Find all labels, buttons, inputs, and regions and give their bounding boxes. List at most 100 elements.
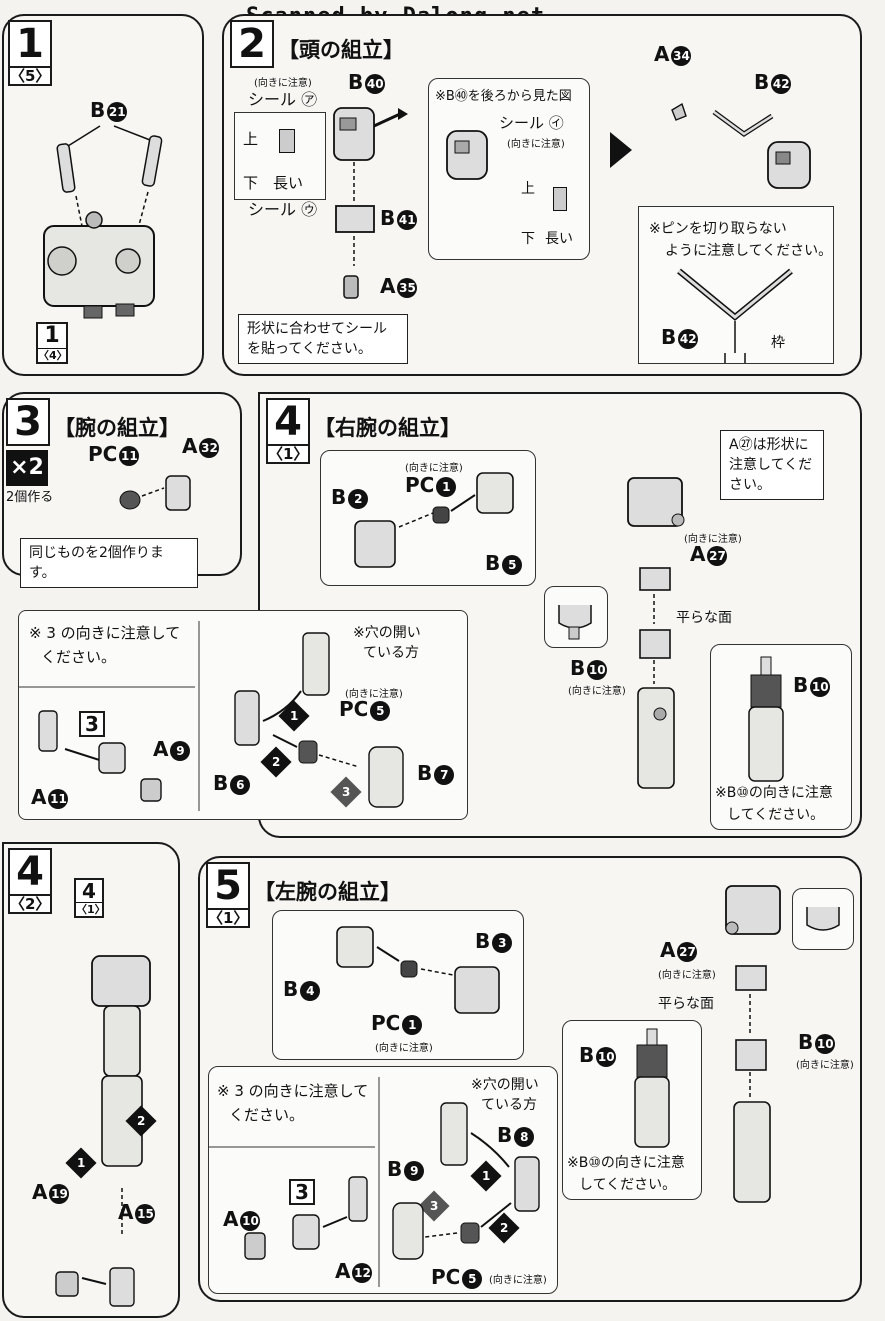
seal-orientation-box: 上 下 長い	[234, 112, 326, 200]
a10-number: 10	[240, 1210, 261, 1231]
step4-1-title: 【右腕の組立】	[314, 416, 461, 440]
b3-number: 3	[492, 932, 513, 953]
step5-1-sub: 〈1〉	[208, 908, 249, 927]
b10-dir: (向きに注意)	[568, 686, 626, 697]
down2-label: 下	[521, 231, 535, 247]
make2-label: 2個作る	[6, 490, 54, 505]
b3-letter: B	[475, 929, 491, 953]
left-b10-letter: B	[798, 1030, 814, 1054]
step5-1-title: 【左腕の組立】	[254, 880, 401, 904]
a19-letter: A	[32, 1180, 48, 1204]
pin-note-line2: ように注意してください。	[665, 243, 833, 259]
a27-note-line1: A㉗は形状に	[729, 437, 809, 453]
b5-letter: B	[485, 551, 501, 575]
step2-badge: 2	[230, 20, 274, 68]
left-hole-note-line1: ※穴の開い	[471, 1077, 539, 1093]
back-view-inset: ※B㊵を後ろから見た図 シール ㋑ (向きに注意) 上 下 長い	[428, 78, 590, 260]
left-pc5-number: 5	[462, 1268, 483, 1289]
left-b10-inset-number: 10	[596, 1046, 617, 1067]
b6-number: 6	[230, 774, 251, 795]
left-upper-arm-diagram	[733, 965, 771, 1203]
pc1-prefix: PC	[405, 473, 435, 497]
step1-ref-badge: 1 〈4〉	[36, 322, 68, 364]
times2-badge: ×2	[6, 450, 48, 486]
hole-note-line1: ※穴の開い	[353, 625, 421, 641]
pc1-left-number: 1	[402, 1014, 423, 1035]
b42-letter: B	[754, 70, 770, 94]
seal-i-label: シール ㋑	[499, 114, 564, 132]
flow-arrow	[610, 132, 632, 168]
b9-number: 9	[404, 1160, 425, 1181]
left-forearm-diagram	[209, 1077, 540, 1287]
pc11-prefix: PC	[88, 442, 118, 466]
left-flat-label: 平らな面	[658, 996, 714, 1012]
long2-label: 長い	[545, 231, 573, 247]
pin-note-line1: ※ピンを切り取らない	[649, 221, 787, 237]
a27-dir: (向きに注意)	[684, 534, 742, 545]
left-a27-view-inset	[792, 888, 854, 950]
down-label: 下	[243, 174, 259, 192]
left-shoulder-diagram	[336, 926, 500, 1014]
up-label: 上	[243, 130, 259, 148]
step4-2-badge: 4 〈2〉	[8, 848, 52, 914]
left-b10-dir: (向きに注意)	[796, 1060, 854, 1071]
a15-number: 15	[135, 1203, 156, 1224]
a27-letter: A	[690, 542, 706, 566]
b2-letter: B	[331, 485, 347, 509]
step3-number: 3	[14, 399, 42, 445]
a35-letter: A	[380, 274, 396, 298]
a27-view-diagram	[558, 605, 592, 640]
right-arm-assembled-diagram	[55, 955, 151, 1307]
b8-letter: B	[497, 1123, 513, 1147]
step1-badge: 1 〈5〉	[8, 20, 52, 86]
shape-seal-note: 形状に合わせてシール を貼ってください。	[238, 314, 408, 364]
ref3-badge: 3	[79, 711, 105, 737]
b10-number: 10	[587, 659, 608, 680]
b41-number: 41	[397, 209, 418, 230]
seal-a-label: シール ㋐	[248, 90, 318, 109]
a32-letter: A	[182, 434, 198, 458]
a27-note-line3: さい。	[729, 477, 771, 493]
step5-1-badge: 5 〈1〉	[206, 862, 250, 928]
b4-number: 4	[300, 980, 321, 1001]
pc1-dir: (向きに注意)	[405, 463, 463, 474]
step4-2-ref-badge: 4 〈1〉	[74, 878, 106, 918]
left-a27-dir: (向きに注意)	[658, 970, 716, 981]
b8-number: 8	[514, 1126, 535, 1147]
head-back-diagram	[446, 130, 488, 180]
flat-surface-label: 平らな面	[676, 610, 732, 626]
b4-letter: B	[283, 977, 299, 1001]
b6-letter: B	[213, 771, 229, 795]
seal-u-label: シール ㋒	[248, 200, 318, 219]
step3-note: 同じものを2個作ります。	[20, 538, 198, 588]
left-arm-note-line2: ください。	[229, 1106, 305, 1124]
left-arm-note-line1: ※ 3 の向きに注意して	[217, 1082, 369, 1100]
a9-letter: A	[153, 737, 169, 761]
antenna-head-diagram	[671, 102, 811, 189]
left-ref3-badge: 3	[289, 1179, 315, 1205]
pc11-number: 11	[119, 445, 140, 466]
back-view-title: ※B㊵を後ろから見た図	[435, 89, 572, 104]
left-a27-view-diagram	[806, 907, 840, 931]
a27-view-inset	[544, 586, 608, 648]
a27-note-line2: 注意してくだ	[729, 457, 813, 473]
step2-number: 2	[238, 21, 266, 67]
